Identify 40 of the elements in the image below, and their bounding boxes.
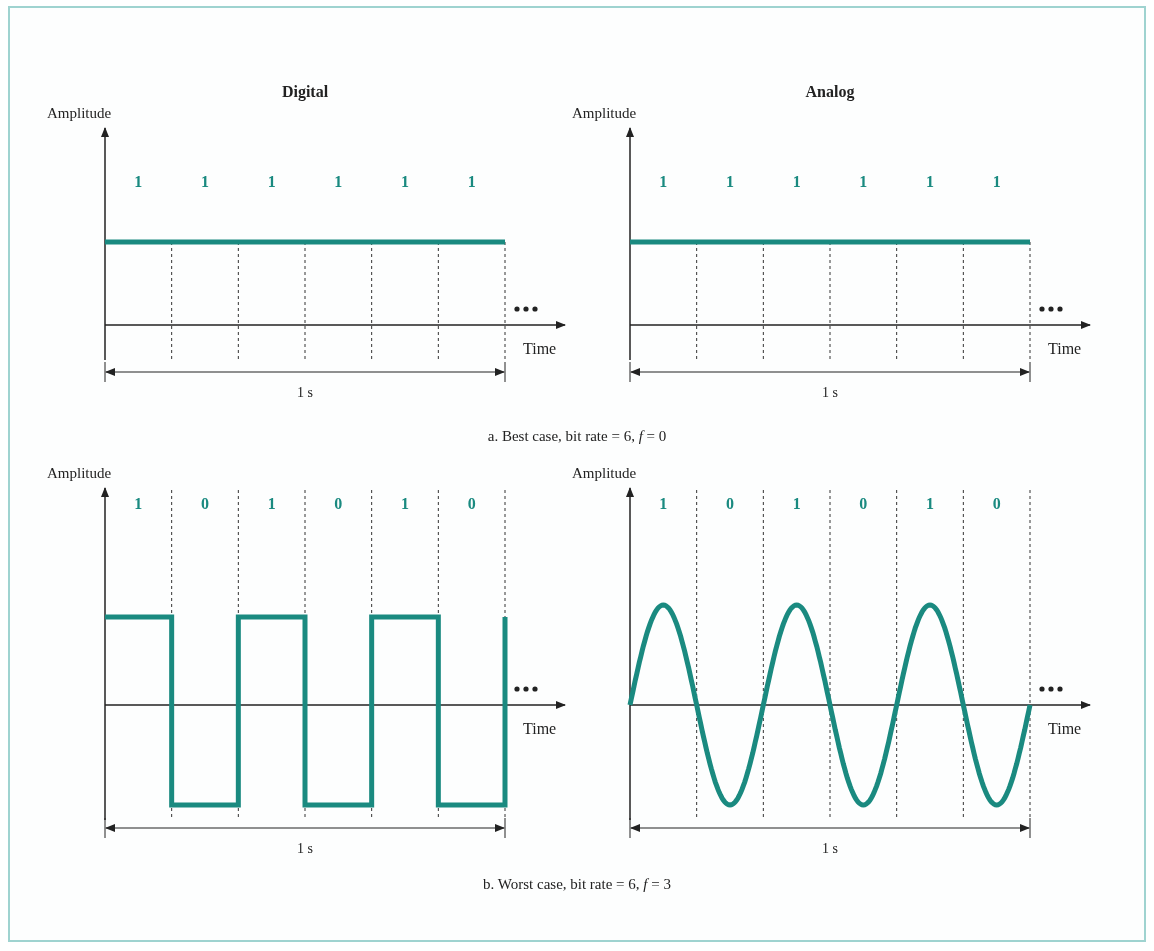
text-label: Amplitude [572,464,637,483]
text-label: 1 [201,172,209,192]
text-label: 1 [726,172,734,192]
text-label: 0 [467,494,476,514]
text-label: 1 s [297,840,313,858]
text-label: 0 [201,494,209,514]
text-label: 1 [992,172,1001,192]
text-label: 1 s [297,384,313,402]
text-label: 1 [134,172,143,192]
text-label: Analog [805,82,855,103]
text-label: Time [523,339,557,359]
text-label: 1 [792,172,801,192]
text-label: b. Worst case, bit rate = 6, f = 3 [483,875,671,894]
text-label: Time [1048,339,1082,359]
text-label: 1 [659,494,668,514]
text-label: 1 [267,494,276,514]
text-label: 1 [401,172,409,192]
text-label: 1 [401,494,409,514]
text-label: 0 [992,494,1001,514]
text-label: 1 [467,172,476,192]
text-label: a. Best case, bit rate = 6, f = 0 [487,427,667,446]
text-label: 1 [792,494,801,514]
text-label: 0 [726,494,734,514]
text-label: 0 [334,494,343,514]
text-label: 1 [659,172,668,192]
text-label: Time [523,719,557,739]
text-label: 1 [859,172,868,192]
text-label: 1 [334,172,343,192]
text-label: 1 s [822,384,838,402]
text-label: 0 [859,494,868,514]
text-label: 1 s [822,840,838,858]
text-label: 1 [134,494,143,514]
text-label: 1 [926,494,934,514]
text-label: 1 [926,172,934,192]
text-label: Amplitude [47,464,112,483]
text-label: Amplitude [572,104,637,123]
text-label: Time [1048,719,1082,739]
text-label: Amplitude [47,104,112,123]
text-label: Digital [281,82,329,103]
text-label: 1 [267,172,276,192]
